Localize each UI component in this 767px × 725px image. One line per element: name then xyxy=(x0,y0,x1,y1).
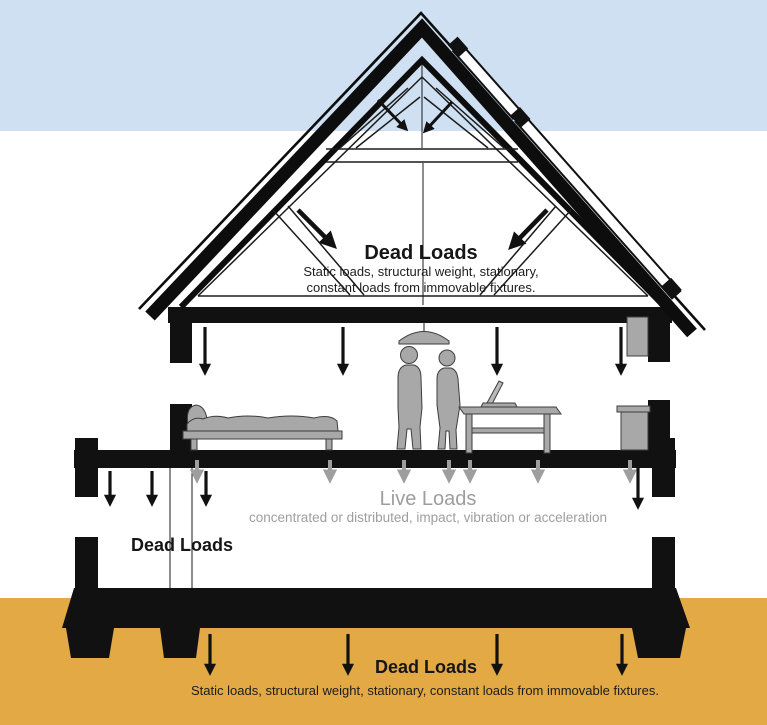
roof-panel-joint xyxy=(510,107,531,128)
truss-brace xyxy=(479,205,557,296)
person-body xyxy=(436,367,461,450)
foundation-pier-right xyxy=(632,628,686,658)
truss-brace xyxy=(287,205,365,296)
person-body xyxy=(396,364,423,450)
down-arrow-icon xyxy=(422,100,454,134)
dresser-body xyxy=(620,411,649,451)
roof-panel-joint xyxy=(661,277,682,299)
ground-dead-loads-title: Dead Loads xyxy=(375,657,477,677)
basement-dead-load-arrows xyxy=(103,468,645,510)
foundation-pier-mid xyxy=(160,628,200,658)
truss-brace xyxy=(493,209,572,296)
truss-brace xyxy=(272,209,351,296)
down-arrow-icon xyxy=(508,208,549,251)
live-loads-subtitle: concentrated or distributed, impact, vib… xyxy=(249,510,607,525)
down-arrow-icon xyxy=(296,208,337,249)
laptop-base xyxy=(480,402,518,408)
main-window-right xyxy=(648,362,670,400)
attic-dead-loads-subtitle-2: constant loads from immovable fixtures. xyxy=(306,280,535,295)
basement-window-left xyxy=(75,497,98,537)
person-right xyxy=(436,349,461,450)
desk-leg xyxy=(465,413,473,454)
room-contents xyxy=(182,316,651,454)
attic-truss xyxy=(197,64,649,305)
attic-dead-load-arrows xyxy=(296,98,549,251)
basement-dead-loads-title: Dead Loads xyxy=(131,535,233,555)
bed xyxy=(182,404,343,451)
live-load-arrows xyxy=(189,460,638,484)
attic-dead-loads-title: Dead Loads xyxy=(364,242,477,264)
ceiling-dead-load-arrows xyxy=(198,327,628,376)
basement-window-right xyxy=(652,497,675,537)
dresser-top xyxy=(616,405,651,413)
ground-dead-loads-subtitle: Static loads, structural weight, station… xyxy=(191,683,659,698)
desk-crossbar xyxy=(471,427,545,434)
main-window-left xyxy=(170,363,192,404)
truss-strut xyxy=(435,87,505,149)
roof-thick-band xyxy=(145,18,697,338)
basement-interior xyxy=(98,468,652,588)
down-arrow-icon xyxy=(376,98,409,132)
bed-leg xyxy=(325,438,333,451)
desk-leg xyxy=(543,413,551,454)
roof-panel-joint xyxy=(447,36,469,58)
desk-top xyxy=(458,406,562,415)
wall-cabinet xyxy=(626,316,649,357)
truss-strut xyxy=(355,96,421,149)
truss-strut xyxy=(339,87,409,149)
live-loads-title: Live Loads xyxy=(380,488,477,510)
bed-leg xyxy=(190,438,198,451)
person-head xyxy=(400,346,418,364)
labels: Dead Loads Static loads, structural weig… xyxy=(131,242,659,698)
roof-inner-band xyxy=(178,55,668,310)
truss-strut xyxy=(423,96,489,149)
person-head xyxy=(438,349,456,367)
foundation xyxy=(62,588,690,658)
ceiling-band xyxy=(168,307,672,323)
ceiling-lamp-icon xyxy=(398,331,450,345)
person-left xyxy=(396,346,423,450)
basement-storey xyxy=(74,438,676,622)
foundation-slab xyxy=(62,588,690,628)
ground-dead-load-arrows xyxy=(203,634,629,676)
foundation-pier-left xyxy=(66,628,114,658)
main-storey xyxy=(168,307,672,452)
desk xyxy=(458,380,562,454)
bed-frame xyxy=(182,430,343,440)
attic-dead-loads-subtitle-1: Static loads, structural weight, station… xyxy=(303,264,538,279)
roof xyxy=(138,11,706,338)
floor-band xyxy=(74,450,676,468)
bed-mattress xyxy=(186,415,339,432)
